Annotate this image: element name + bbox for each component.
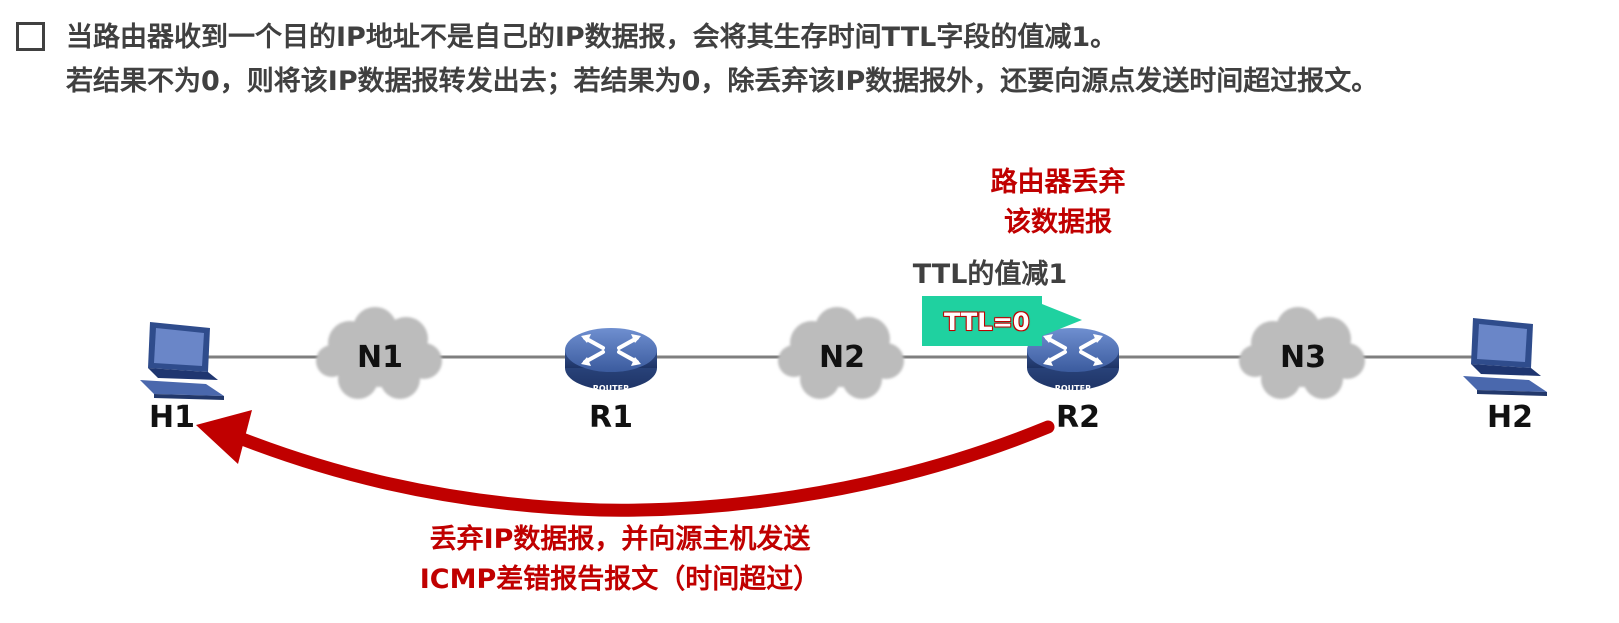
computer-icon-h2: [1463, 318, 1547, 396]
cloud-icon-n2: [778, 307, 904, 399]
intro-line-1: 当路由器收到一个目的IP地址不是自己的IP数据报，会将其生存时间TTL字段的值减…: [66, 22, 1118, 53]
return-arrow-head-icon: [196, 410, 252, 464]
discard-note-line-1: 路由器丢弃: [990, 167, 1126, 198]
node-label-h1: H1: [149, 400, 195, 435]
router-badge-r1: ROUTER: [593, 384, 630, 393]
discard-note: 路由器丢弃 该数据报: [991, 163, 1126, 243]
ttl-caption: TTL的值减1: [912, 259, 1068, 290]
node-label-r2: R2: [1056, 400, 1100, 435]
discard-note-line-2: 该数据报: [1004, 207, 1112, 238]
router-badge-r2: ROUTER: [1055, 384, 1092, 393]
intro-text: 当路由器收到一个目的IP地址不是自己的IP数据报，会将其生存时间TTL字段的值减…: [66, 16, 1378, 104]
return-arrow-icon: [225, 420, 1055, 517]
bullet-checkbox-icon: [16, 22, 45, 51]
computer-icon-h1: [140, 322, 224, 400]
router-icon-r2: [1027, 328, 1119, 390]
intro-line-2: 若结果不为0，则将该IP数据报转发出去；若结果为0，除丢弃该IP数据报外，还要向…: [66, 66, 1379, 97]
icmp-note-line-1: 丢弃IP数据报，并向源主机发送: [429, 524, 811, 555]
icmp-note: 丢弃IP数据报，并向源主机发送 ICMP差错报告报文（时间超过）: [420, 520, 821, 600]
network-label-n1: N1: [357, 340, 403, 375]
packet-arrow-icon: [922, 296, 1082, 346]
node-label-h2: H2: [1487, 400, 1533, 435]
node-label-r1: R1: [589, 400, 633, 435]
network-label-n2: N2: [819, 340, 865, 375]
packet-label: TTL=0: [944, 308, 1030, 336]
cloud-icon-n1: [316, 307, 442, 399]
network-label-n3: N3: [1280, 340, 1326, 375]
icmp-note-line-2: ICMP差错报告报文（时间超过）: [419, 564, 821, 595]
cloud-icon-n3: [1239, 307, 1365, 399]
router-icon-r1: [565, 328, 657, 390]
